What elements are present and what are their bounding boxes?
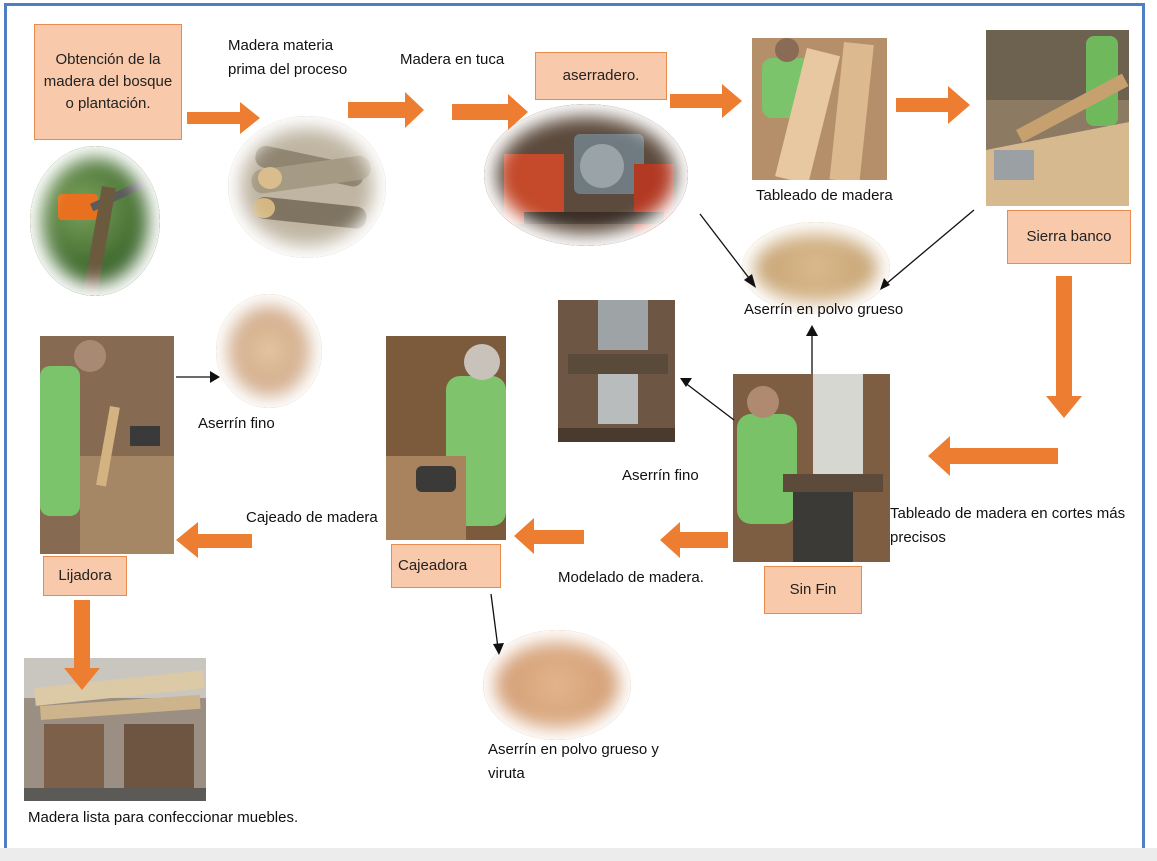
label-madera-en-tuca: Madera en tuca xyxy=(400,48,504,72)
box-aserradero: aserradero. xyxy=(535,52,667,100)
arrow-sierra-down xyxy=(1046,276,1082,418)
arrow-aserradero-to-tableado xyxy=(670,84,742,118)
label-aserrin-fino-mid: Aserrín fino xyxy=(622,464,699,488)
label-cajeado-de-madera: Cajeado de madera xyxy=(246,506,378,530)
arrow-lijadora-down xyxy=(64,600,100,690)
label-aserrin-fino-left: Aserrín fino xyxy=(198,412,275,436)
arrow-modelado-to-cajeadora xyxy=(514,518,584,554)
orange-flow-arrows xyxy=(64,84,1082,690)
label-tableado-de-madera: Tableado de madera xyxy=(756,184,893,208)
box-lijadora: Lijadora xyxy=(43,556,127,596)
box-sin-fin: Sin Fin xyxy=(764,566,862,614)
arrow-cajeado-to-lijadora xyxy=(176,522,252,558)
arrow-to-sinfin xyxy=(928,436,1058,476)
arrow-sinfin-to-modelado xyxy=(660,522,728,558)
arrow-tuca-to-aserradero xyxy=(452,94,528,130)
label-modelado-de-madera: Modelado de madera. xyxy=(558,566,704,590)
box-obtencion: Obtención de la madera del bosque o plan… xyxy=(34,24,182,140)
box-cajeadora: Cajeadora xyxy=(391,544,501,588)
arrow-materia-to-tuca xyxy=(348,92,424,128)
arrow-obtencion-to-materia xyxy=(187,102,260,134)
label-aserrin-grueso-viruta: Aserrín en polvo grueso y viruta xyxy=(488,738,688,786)
label-madera-materia-prima: Madera materia prima del proceso xyxy=(228,34,368,82)
box-sierra-banco: Sierra banco xyxy=(1007,210,1131,264)
label-madera-lista: Madera lista para confeccionar muebles. xyxy=(28,806,298,830)
arrow-tableado-to-sierra xyxy=(896,86,970,124)
label-aserrin-polvo-grueso: Aserrín en polvo grueso xyxy=(744,298,903,322)
label-tableado-cortes: Tableado de madera en cortes más preciso… xyxy=(890,502,1140,550)
